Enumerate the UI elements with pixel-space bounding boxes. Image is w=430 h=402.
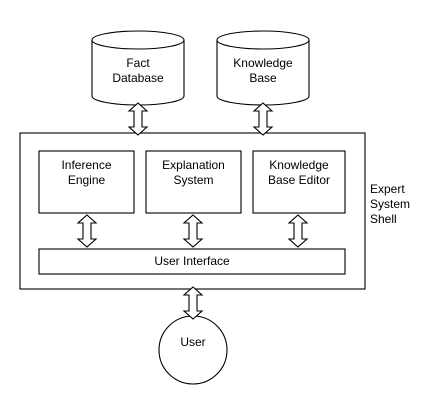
fact-db-shell-arrow <box>128 102 148 136</box>
inference-engine-label: Inference Engine <box>61 158 112 187</box>
user-label: User <box>180 335 206 349</box>
fact-database-label: Fact Database <box>112 56 164 85</box>
explanation-system-label: Explanation System <box>162 158 225 187</box>
knowledge-base-label: Knowledge Base <box>233 56 293 85</box>
inference-engine-box <box>38 150 135 214</box>
kb-editor-box <box>252 150 346 214</box>
user-interface-label: User Interface <box>154 254 230 268</box>
knowledge-base-cylinder <box>216 30 310 106</box>
user-interface-box <box>38 248 346 275</box>
user-circle <box>158 315 228 385</box>
fact-database-cylinder <box>91 30 185 106</box>
shell-user-arrow <box>183 286 203 320</box>
kb-shell-arrow <box>253 102 273 136</box>
kb-editor-label: Knowledge Base Editor <box>267 158 331 187</box>
explanation-system-box <box>145 150 242 214</box>
expert-system-shell-label: Expert System Shell <box>370 182 411 226</box>
